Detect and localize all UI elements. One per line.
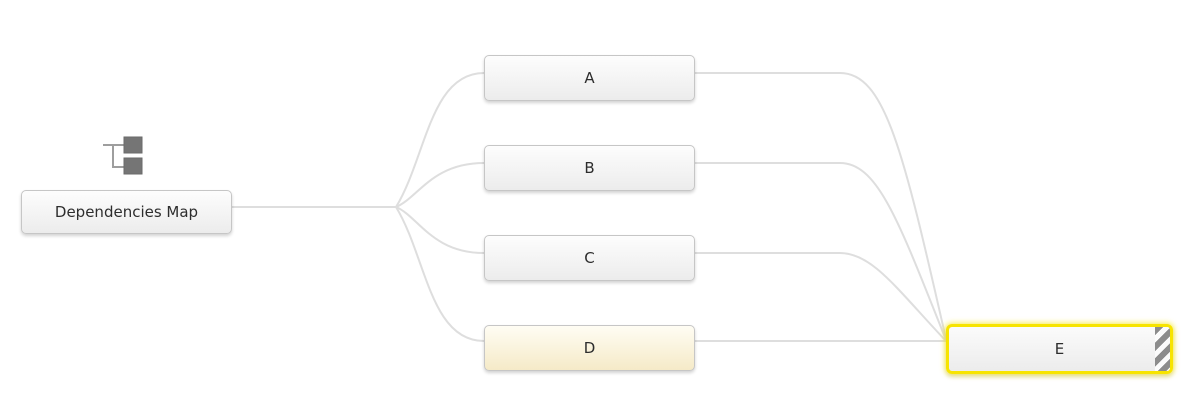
connector-root-c	[395, 206, 485, 254]
node-dependencies-map[interactable]: Dependencies Map	[21, 190, 232, 234]
node-label: A	[584, 69, 595, 87]
node-e[interactable]: E	[946, 324, 1173, 374]
connector-root-a	[395, 72, 485, 208]
node-d[interactable]: D	[484, 325, 695, 371]
connector-b-e	[694, 162, 947, 341]
connector-a-e	[694, 72, 947, 340]
node-c[interactable]: C	[484, 235, 695, 281]
node-label: C	[584, 249, 595, 267]
diagonal-stripes-indicator	[1155, 327, 1170, 371]
node-label: B	[584, 159, 595, 177]
connector-root-b	[395, 162, 485, 208]
node-label: D	[583, 339, 596, 357]
node-label: E	[1054, 340, 1065, 358]
connector-c-e	[694, 252, 947, 342]
node-b[interactable]: B	[484, 145, 695, 191]
node-a[interactable]: A	[484, 55, 695, 101]
hierarchy-icon	[103, 136, 143, 175]
connector-root-d	[395, 206, 485, 342]
node-label: Dependencies Map	[54, 203, 199, 221]
